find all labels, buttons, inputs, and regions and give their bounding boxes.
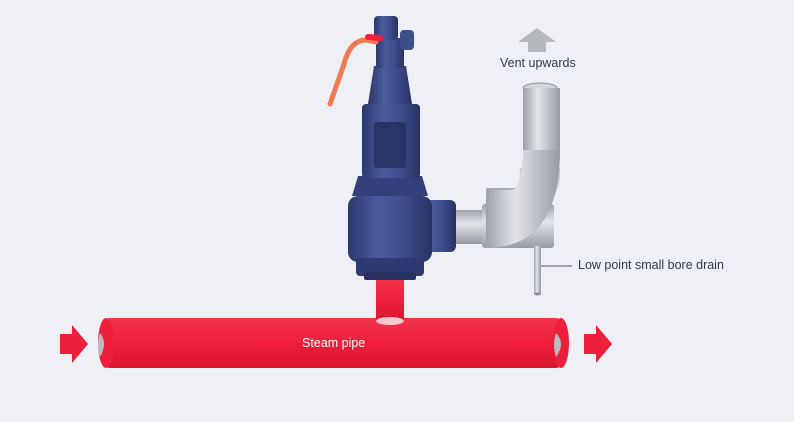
small-bore-drain bbox=[534, 246, 541, 296]
steam-pipe-label: Steam pipe bbox=[302, 336, 366, 350]
flow-arrow-left-icon bbox=[60, 325, 88, 363]
flow-arrow-right-icon bbox=[584, 325, 612, 363]
vent-pipe bbox=[452, 82, 560, 248]
vent-upwards-label: Vent upwards bbox=[500, 56, 576, 70]
steam-pipe bbox=[98, 318, 569, 368]
valve-inlet-riser bbox=[376, 278, 404, 325]
low-point-drain-label: Low point small bore drain bbox=[578, 258, 724, 272]
safety-valve bbox=[327, 16, 456, 280]
vent-up-arrow-icon bbox=[518, 28, 556, 52]
